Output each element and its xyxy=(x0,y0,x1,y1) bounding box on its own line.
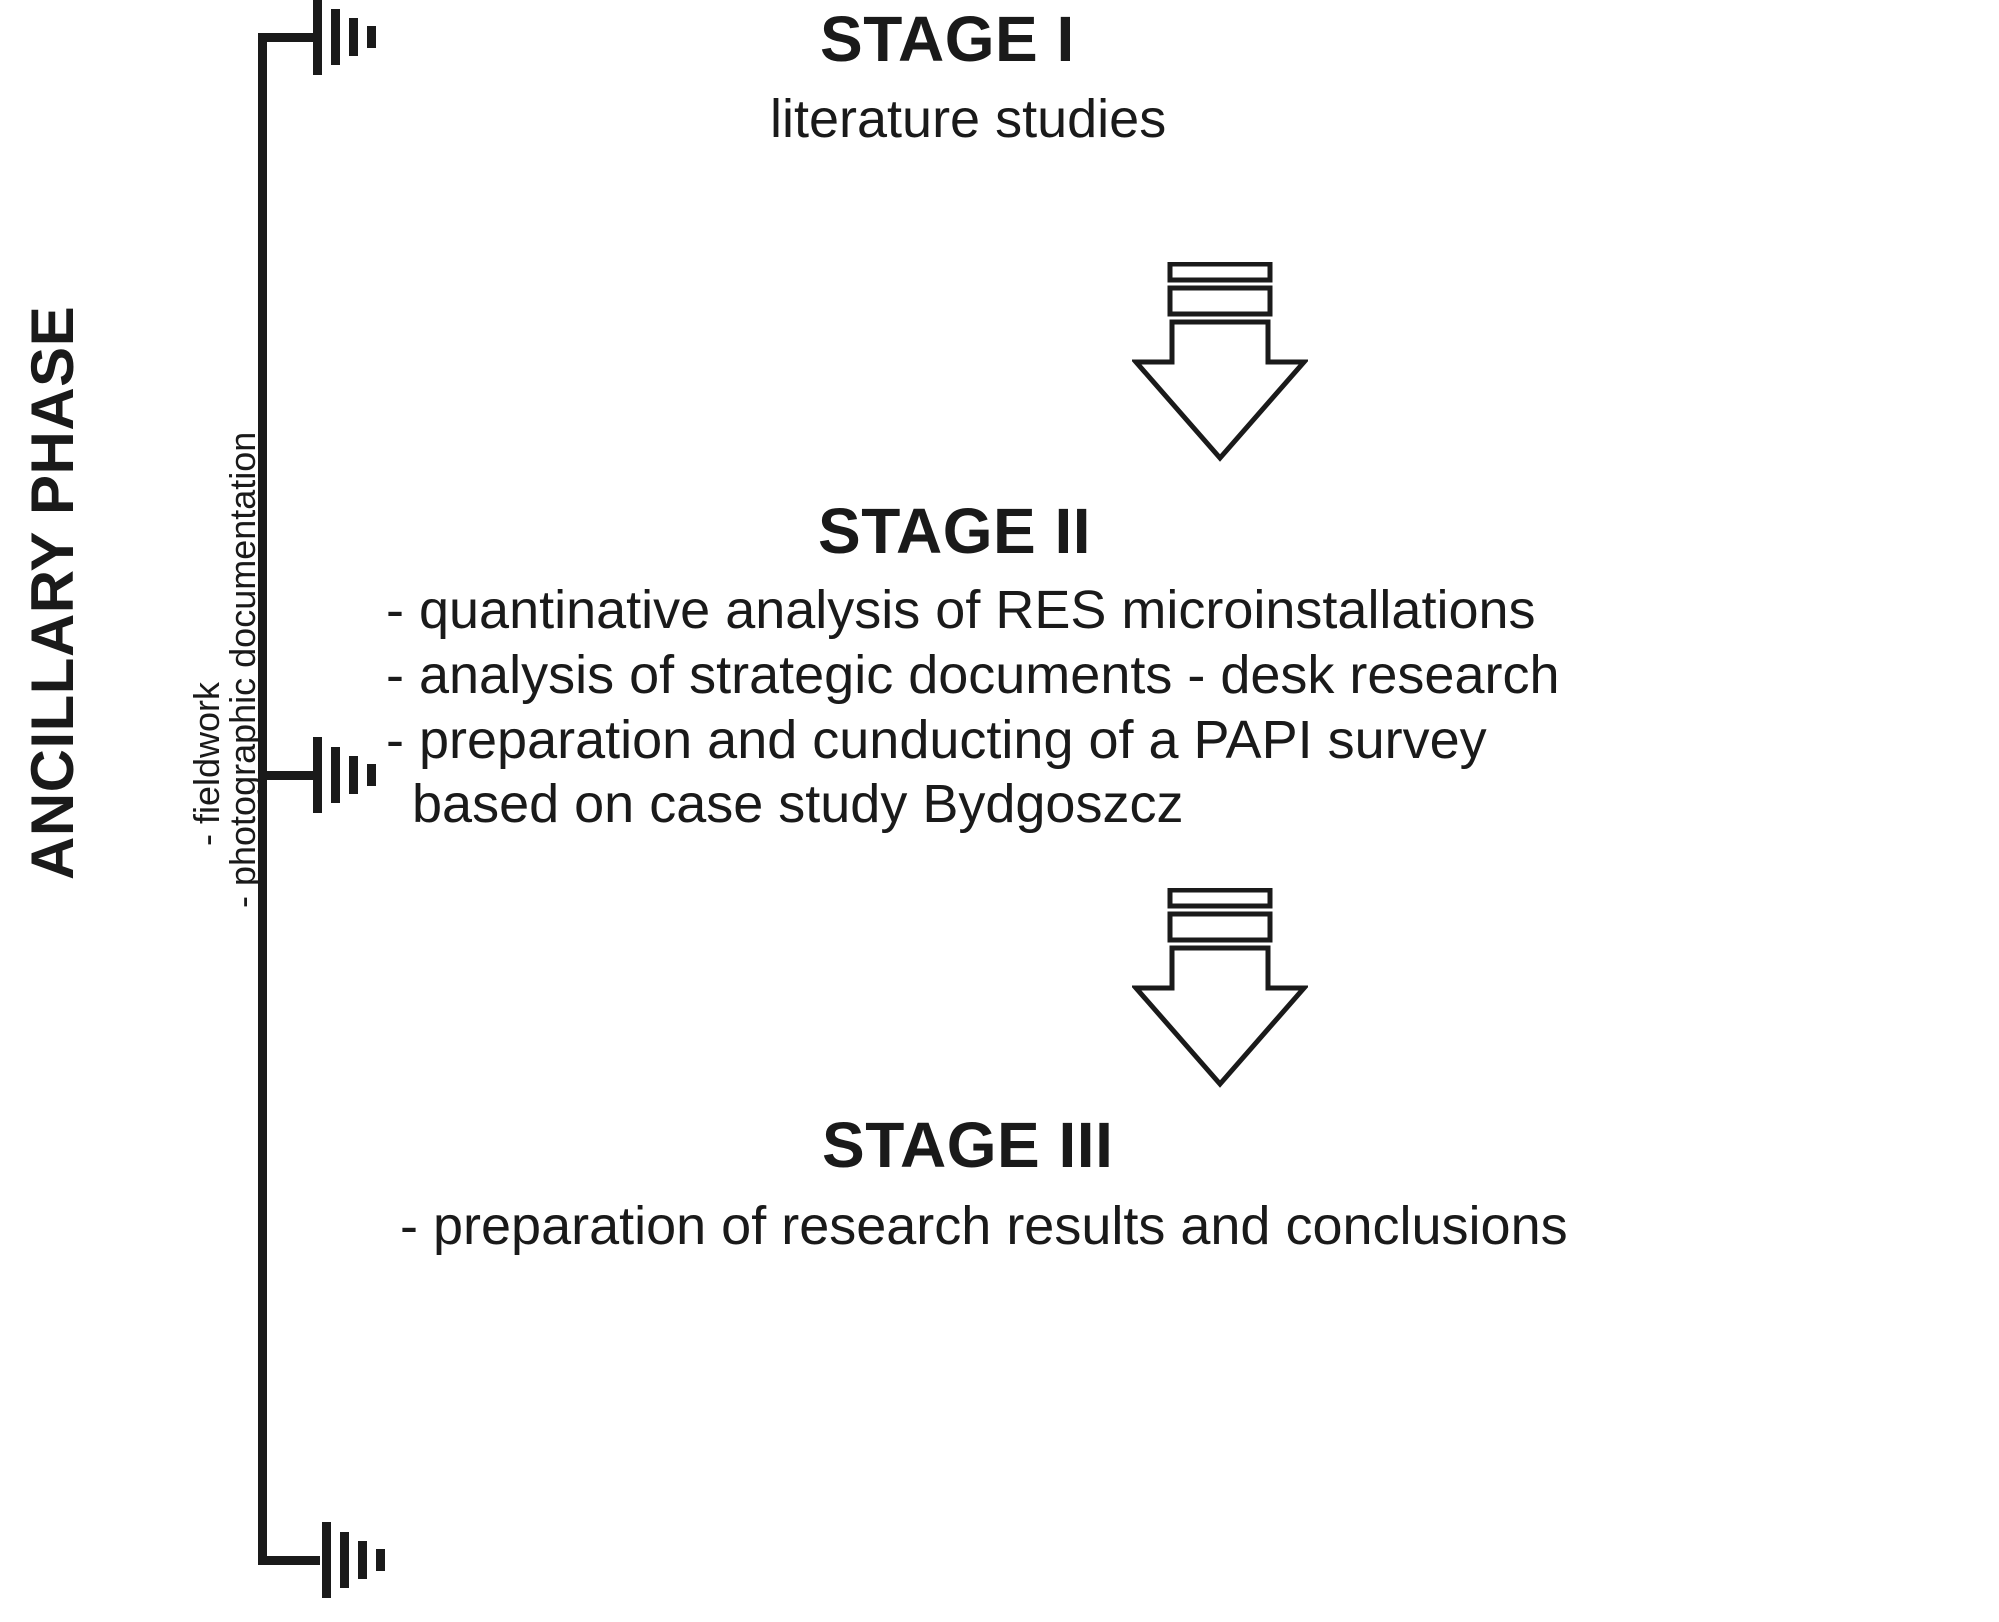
stage-3-line-1: - preparation of research results and co… xyxy=(400,1196,1568,1256)
signal-bar-3 xyxy=(349,18,358,56)
arrow-stage-2-to-3-icon xyxy=(1132,888,1308,1088)
signal-bar-2 xyxy=(340,1532,349,1588)
signal-bar-1 xyxy=(313,737,322,813)
bracket-spine xyxy=(258,33,267,1565)
signal-bar-4 xyxy=(367,764,376,786)
stage-2-line-1: - quantinative analysis of RES microinst… xyxy=(386,580,1536,640)
bracket-stub-stage-3 xyxy=(258,1556,320,1565)
stage-2-line-3: - preparation and cunducting of a PAPI s… xyxy=(386,709,1487,770)
arrow-stage-1-to-2-icon xyxy=(1132,262,1308,462)
bracket-stub-stage-2 xyxy=(258,771,320,780)
signal-bar-1 xyxy=(313,0,322,75)
signal-bars-icon xyxy=(313,0,376,75)
signal-bar-2 xyxy=(331,747,340,803)
stage-2-heading: STAGE II xyxy=(818,495,1092,567)
signal-bar-3 xyxy=(358,1541,367,1579)
stage-2-line-4: based on case study Bydgoszcz xyxy=(412,774,1184,835)
signal-bars-icon xyxy=(322,1522,385,1598)
signal-bar-3 xyxy=(349,756,358,794)
stage-2-body: - quantinative analysis of RES microinst… xyxy=(386,578,1560,837)
signal-bars-icon xyxy=(313,737,376,813)
ancillary-phase-label: ANCILLARY PHASE xyxy=(19,305,86,880)
signal-bar-1 xyxy=(322,1522,331,1598)
stage-3-heading: STAGE III xyxy=(822,1109,1114,1181)
signal-bar-2 xyxy=(331,9,340,65)
signal-bar-4 xyxy=(376,1549,385,1571)
stage-2-line-2: - analysis of strategic documents - desk… xyxy=(386,644,1560,705)
signal-bar-4 xyxy=(367,26,376,48)
bracket-stub-stage-1 xyxy=(258,33,320,42)
stage-1-heading: STAGE I xyxy=(820,3,1075,75)
stage-3-body: - preparation of research results and co… xyxy=(400,1194,1568,1259)
stage-1-subtitle: literature studies xyxy=(770,89,1167,149)
